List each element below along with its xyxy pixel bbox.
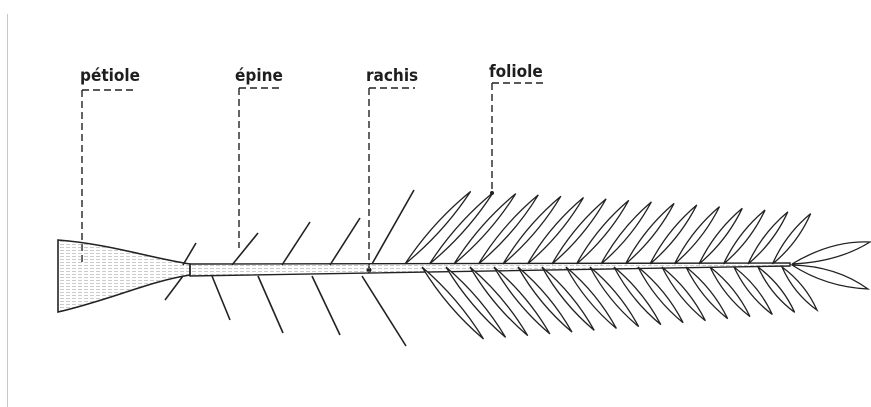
leaflet-upper xyxy=(675,207,720,264)
spine xyxy=(282,222,310,265)
leaflet-upper xyxy=(577,200,629,264)
lower-leaflets-group xyxy=(422,267,817,339)
leaflet-upper xyxy=(724,210,766,264)
terminal-leaflet-lower xyxy=(792,265,868,289)
leader-rachis xyxy=(369,88,415,268)
spine xyxy=(372,190,414,264)
spine xyxy=(362,276,406,346)
leaflet-lower xyxy=(638,267,683,323)
spine xyxy=(258,276,283,333)
leaflet-lower xyxy=(662,267,705,321)
leaflet-lower xyxy=(686,267,728,319)
petiole-base xyxy=(58,240,190,312)
leaflet-upper xyxy=(601,202,651,264)
label-epine: épine xyxy=(235,66,283,86)
terminal-leaflets xyxy=(792,242,870,289)
leaflet-upper xyxy=(699,208,742,264)
rachis-stem xyxy=(190,263,790,276)
leader-foliole xyxy=(492,83,543,192)
spine xyxy=(312,276,340,335)
leaflet-lower xyxy=(614,267,661,325)
label-rachis: rachis xyxy=(366,66,418,86)
leaflet-lower xyxy=(590,267,639,327)
label-petiole: pétiole xyxy=(80,66,140,86)
leaflet-upper xyxy=(650,205,697,264)
spine xyxy=(330,218,360,265)
spine xyxy=(183,243,196,265)
label-foliole: foliole xyxy=(489,62,543,82)
leader-petiole xyxy=(82,90,135,262)
leaflet-lower xyxy=(566,267,616,328)
leaflet-upper xyxy=(626,203,675,264)
upper-leaflets-group xyxy=(405,191,811,264)
terminal-leaflet-upper xyxy=(792,242,870,264)
leader-epine xyxy=(239,88,282,248)
spine xyxy=(232,233,258,265)
spine xyxy=(212,276,230,320)
